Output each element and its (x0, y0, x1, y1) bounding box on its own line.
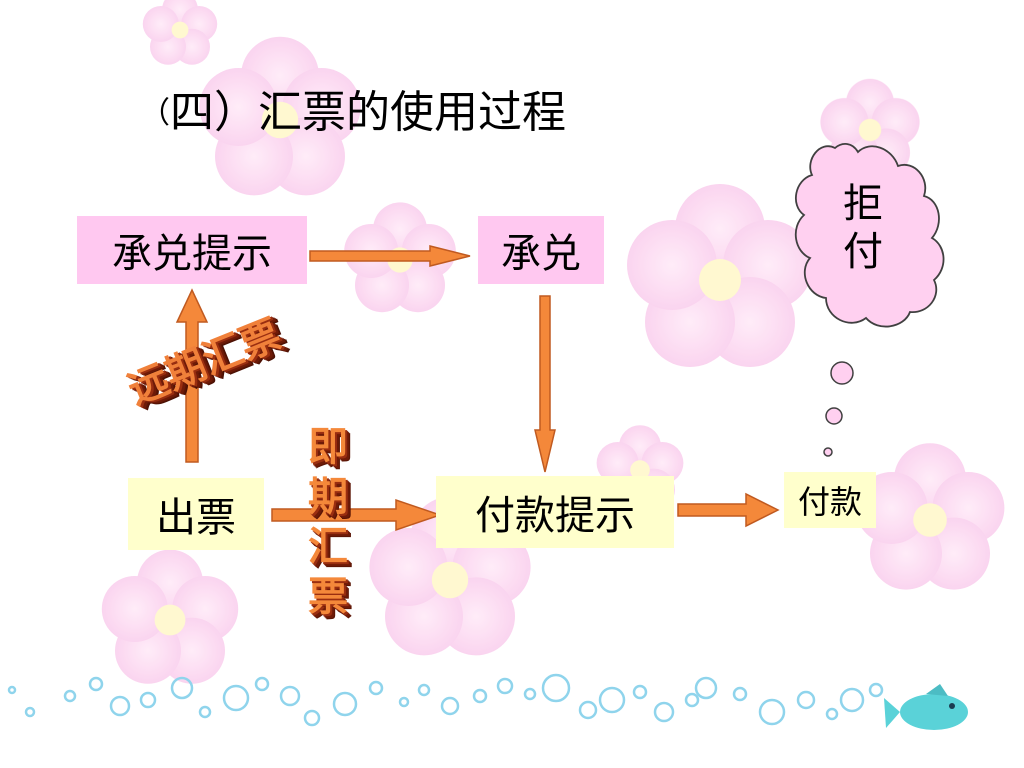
sight-draft-char-2: 期 (308, 474, 348, 520)
arrow-to-payment (677, 492, 780, 528)
node-issue: 出票 (128, 478, 264, 550)
thought-bubble-large (830, 361, 854, 385)
arrow-to-acceptance (309, 245, 471, 267)
arrow-up-to-acceptance-presentment (175, 288, 209, 463)
fish-icon (884, 684, 968, 730)
refusal-label: 拒 付 (828, 180, 898, 276)
sight-draft-char-3: 汇 (308, 524, 348, 570)
node-acceptance-presentment: 承兑提示 (77, 216, 307, 284)
title-text: 汇票的使用过程 (258, 87, 566, 138)
arrow-to-payment-presentment (271, 498, 443, 532)
sight-draft-char-4: 票 (308, 574, 348, 620)
refusal-char-1: 拒 (843, 181, 883, 227)
sight-draft-char-1: 即 (308, 424, 348, 470)
arrow-down-to-payment-presentment (534, 295, 556, 473)
thought-bubble-small (823, 447, 833, 457)
slide-title: （四）汇票的使用过程 (140, 76, 566, 140)
node-payment: 付款 (784, 472, 876, 528)
title-paren-close: ） (214, 87, 258, 138)
title-number: 四 (170, 87, 214, 138)
refusal-char-2: 付 (843, 229, 883, 275)
bubble-strip (7, 673, 884, 727)
sight-draft-label: 即 期 汇 票 (300, 422, 356, 622)
node-payment-presentment: 付款提示 (436, 476, 674, 548)
thought-bubble-medium (825, 407, 843, 425)
title-paren-open: （ (140, 96, 170, 131)
refusal-thought-cloud (794, 143, 945, 328)
node-acceptance: 承兑 (478, 216, 604, 284)
